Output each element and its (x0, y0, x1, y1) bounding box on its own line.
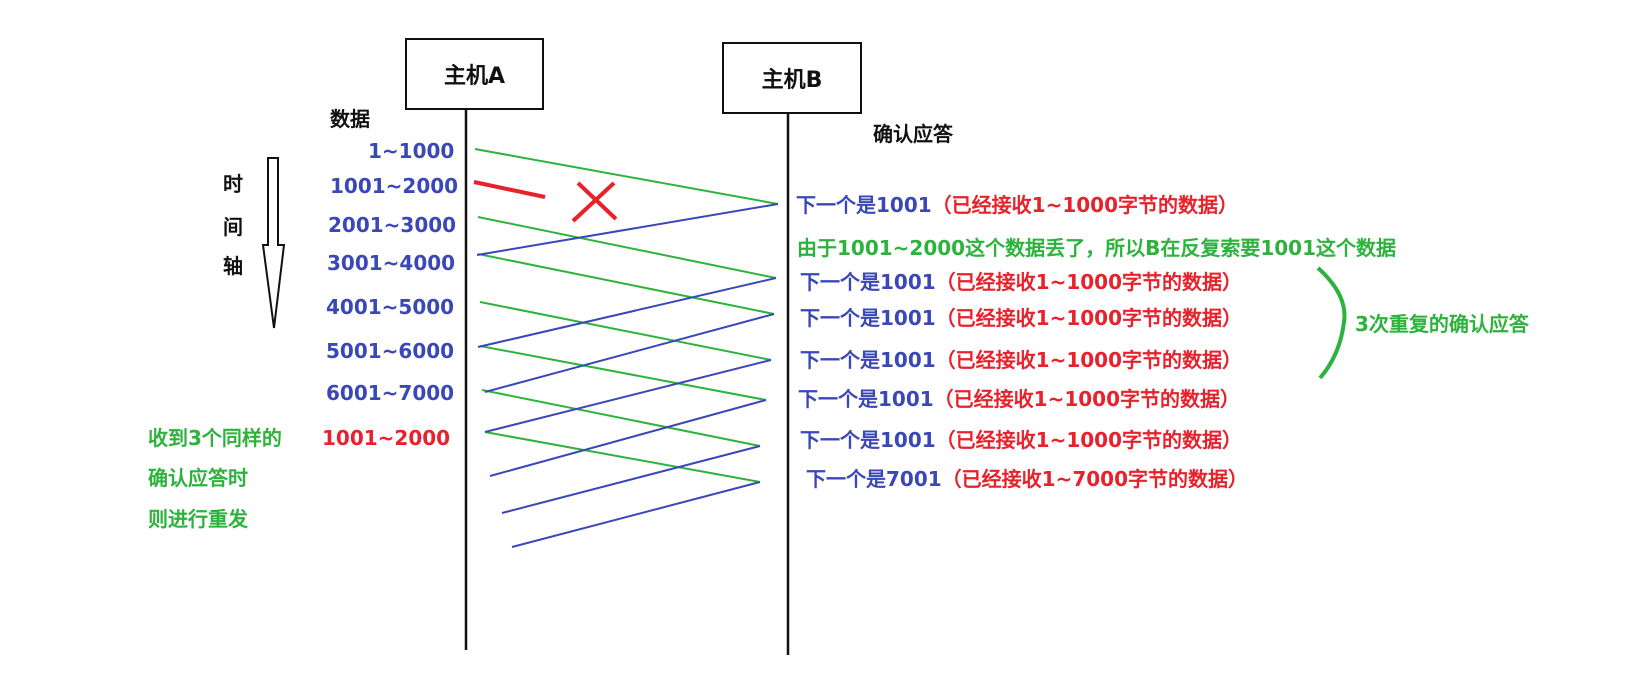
host-a-label: 主机A (443, 64, 506, 89)
time-axis-label-1: 时 (223, 172, 243, 196)
host-a-box: 主机A (405, 38, 544, 110)
loss-note: 由于1001~2000这个数据丢了，所以B在反复索要1001这个数据 (797, 236, 1396, 260)
ack-next: 下一个是1001 (796, 193, 932, 217)
segment-label-4: 3001~4000 (327, 251, 456, 275)
ack-next: 下一个是1001 (800, 348, 936, 372)
ack-next: 下一个是1001 (800, 270, 936, 294)
ack-next: 下一个是7001 (806, 467, 942, 491)
ack-line-2 (477, 277, 777, 348)
ack-detail: （已经接收1~1000字节的数据） (931, 193, 1239, 217)
data-line-4 (477, 253, 775, 315)
ack-detail: （已经接收1~1000字节的数据） (935, 348, 1243, 372)
retransmit-note-3: 则进行重发 (148, 507, 248, 531)
ack-detail: （已经接收1~1000字节的数据） (935, 270, 1243, 294)
host-b-box: 主机B (722, 42, 862, 114)
data-line-retransmit (484, 431, 761, 483)
dup-ack-brace (1316, 266, 1347, 380)
time-axis-arrow (261, 157, 286, 329)
data-segment-lines (474, 148, 779, 483)
loss-x-icon (571, 181, 618, 223)
ack-row-4: 下一个是1001（已经接收1~1000字节的数据） (800, 348, 1242, 372)
segment-label-7: 6001~7000 (326, 381, 455, 405)
ack-next: 下一个是1001 (798, 387, 934, 411)
lost-segment-line (473, 180, 546, 199)
retransmit-segment-label: 1001~2000 (322, 426, 451, 450)
ack-detail: （已经接收1~7000字节的数据） (941, 467, 1249, 491)
ack-column-label: 确认应答 (873, 122, 953, 146)
time-axis-label-2: 间 (223, 215, 243, 239)
data-line-3 (477, 216, 777, 279)
data-line-1 (474, 148, 779, 205)
ack-line-6 (501, 445, 761, 514)
ack-line-3 (484, 313, 775, 393)
ack-row-5: 下一个是1001（已经接收1~1000字节的数据） (798, 387, 1240, 411)
ack-detail: （已经接收1~1000字节的数据） (935, 428, 1243, 452)
ack-line-4 (484, 359, 772, 433)
retransmit-note-1: 收到3个同样的 (148, 426, 282, 450)
segment-label-6: 5001~6000 (326, 339, 455, 363)
ack-detail: （已经接收1~1000字节的数据） (933, 387, 1241, 411)
segment-label-5: 4001~5000 (326, 295, 455, 319)
ack-row-3: 下一个是1001（已经接收1~1000字节的数据） (800, 306, 1242, 330)
ack-row-1: 下一个是1001（已经接收1~1000字节的数据） (796, 193, 1238, 217)
ack-line-7 (511, 481, 761, 548)
ack-next: 下一个是1001 (800, 428, 936, 452)
ack-row-6: 下一个是1001（已经接收1~1000字节的数据） (800, 428, 1242, 452)
ack-line-5 (489, 399, 767, 477)
data-line-7 (481, 389, 761, 447)
data-line-5 (479, 301, 772, 361)
ack-line-1 (476, 203, 779, 256)
retransmit-note-2: 确认应答时 (148, 466, 248, 490)
ack-detail: （已经接收1~1000字节的数据） (935, 306, 1243, 330)
segment-label-1: 1~1000 (368, 139, 455, 163)
ack-lines (476, 203, 779, 548)
time-axis-label-3: 轴 (223, 254, 243, 278)
ack-next: 下一个是1001 (800, 306, 936, 330)
data-column-label: 数据 (330, 107, 370, 131)
dup-ack-note: 3次重复的确认应答 (1355, 312, 1529, 336)
segment-label-2: 1001~2000 (330, 174, 459, 198)
host-b-label: 主机B (761, 68, 823, 93)
segment-label-3: 2001~3000 (328, 213, 457, 237)
ack-row-2: 下一个是1001（已经接收1~1000字节的数据） (800, 270, 1242, 294)
data-line-6 (479, 345, 767, 401)
ack-row-7: 下一个是7001（已经接收1~7000字节的数据） (806, 467, 1248, 491)
